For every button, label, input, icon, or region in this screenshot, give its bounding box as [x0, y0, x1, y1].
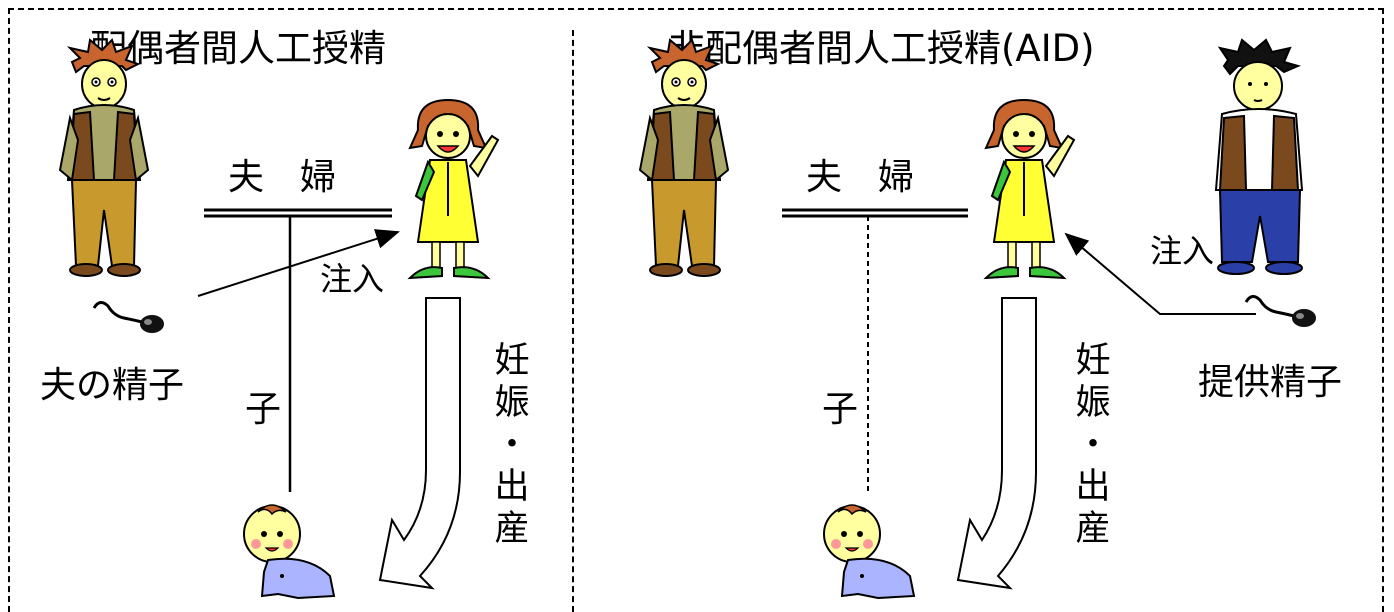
left-sperm-icon [92, 300, 166, 335]
right-inject-arrow [1064, 232, 1256, 315]
right-husband-figure [639, 39, 729, 277]
left-inject-label: 注入 [320, 260, 385, 298]
left-couple-label: 夫 婦 [228, 157, 337, 198]
right-pregnancy-arrow [956, 297, 1037, 590]
right-panel-title: 非配偶者間人工授精(AID) [668, 27, 1095, 70]
right-baby-figure [823, 504, 915, 599]
right-child-label: 子 [822, 389, 859, 430]
left-wife-figure [409, 99, 499, 279]
left-panel-title: 配偶者間人工授精 [90, 27, 386, 70]
right-wife-figure [985, 99, 1075, 279]
left-pregnancy-arrow [378, 297, 461, 590]
diagram-frame [8, 8, 1384, 612]
right-inject-label: 注入 [1150, 232, 1215, 270]
right-pregnancy-label: 妊娠・出産 [1075, 341, 1111, 549]
left-husband-figure [59, 39, 149, 277]
right-couple-label: 夫 婦 [806, 157, 915, 198]
left-pregnancy-label: 妊娠・出産 [494, 341, 530, 549]
right-sperm-icon [1244, 294, 1318, 329]
left-baby-figure [243, 504, 335, 599]
right-sperm-label: 提供精子 [1198, 362, 1343, 403]
left-inject-arrow [197, 229, 400, 297]
right-donor-figure [1215, 39, 1303, 275]
left-child-label: 子 [245, 389, 282, 430]
panel-divider [572, 30, 574, 612]
left-sperm-label: 夫の精子 [40, 365, 185, 406]
